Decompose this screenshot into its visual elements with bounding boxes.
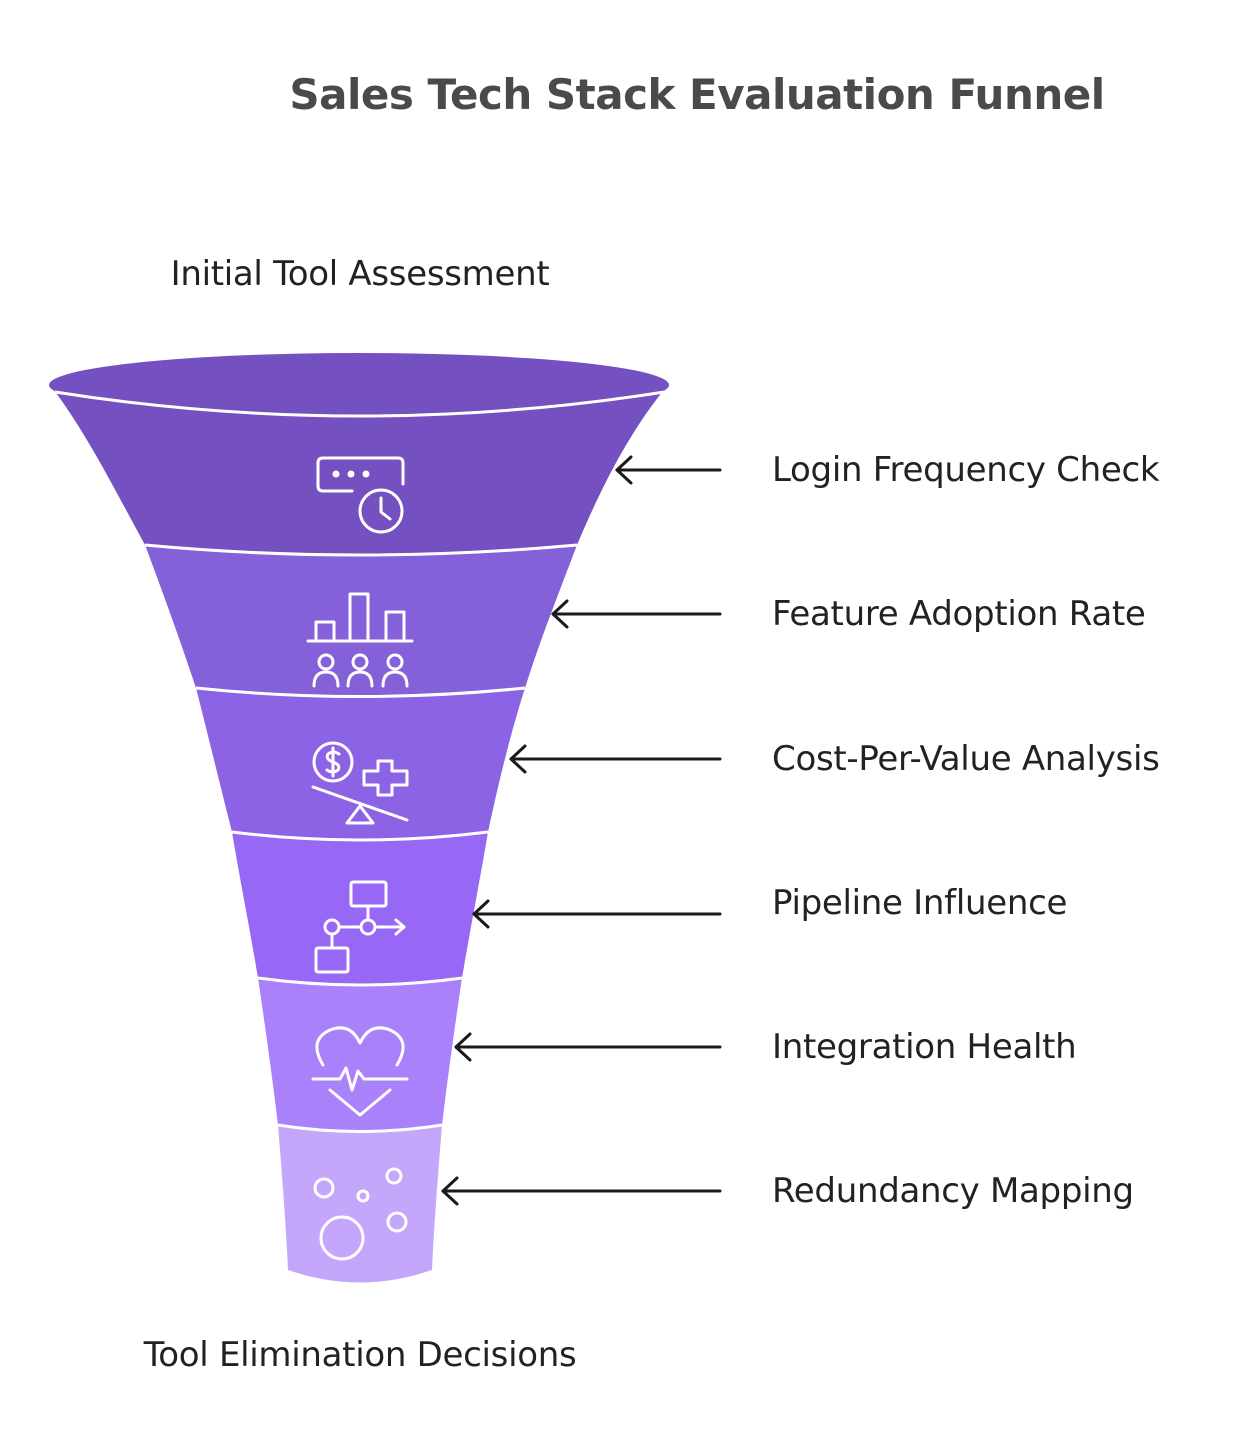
funnel-bottom-label: Tool Elimination Decisions bbox=[143, 1335, 577, 1375]
arrow-stage-5 bbox=[454, 1032, 722, 1062]
workflow-icon bbox=[314, 880, 406, 974]
bar-chart-users-icon bbox=[306, 592, 414, 688]
funnel-stage-1 bbox=[50, 385, 668, 555]
funnel-stage-3 bbox=[196, 688, 525, 840]
arrow-stage-1 bbox=[615, 455, 722, 485]
funnel-stage-2 bbox=[145, 545, 577, 697]
stage-label-3: Cost-Per-Value Analysis bbox=[772, 739, 1160, 779]
stage-label-1: Login Frequency Check bbox=[772, 450, 1160, 490]
funnel-top-label: Initial Tool Assessment bbox=[170, 254, 550, 294]
stage-label-6: Redundancy Mapping bbox=[772, 1171, 1134, 1211]
diagram-title: Sales Tech Stack Evaluation Funnel bbox=[289, 70, 1105, 119]
cost-balance-icon bbox=[311, 741, 409, 825]
arrow-stage-4 bbox=[472, 899, 722, 929]
arrows bbox=[441, 455, 722, 1206]
arrow-stage-6 bbox=[441, 1176, 722, 1206]
bubbles-icon bbox=[313, 1167, 408, 1261]
funnel-stage-6 bbox=[278, 1125, 442, 1283]
arrow-stage-3 bbox=[509, 744, 722, 774]
stage-label-4: Pipeline Influence bbox=[772, 883, 1068, 923]
stage-label-5: Integration Health bbox=[772, 1027, 1077, 1067]
funnel-stage-5 bbox=[258, 978, 462, 1132]
funnel-top-rim bbox=[49, 353, 669, 417]
arrow-stage-2 bbox=[551, 599, 722, 629]
funnel-stage-4 bbox=[232, 832, 488, 985]
stage-label-2: Feature Adoption Rate bbox=[772, 594, 1146, 634]
heart-pulse-icon bbox=[311, 1026, 409, 1117]
login-clock-icon bbox=[316, 456, 405, 534]
